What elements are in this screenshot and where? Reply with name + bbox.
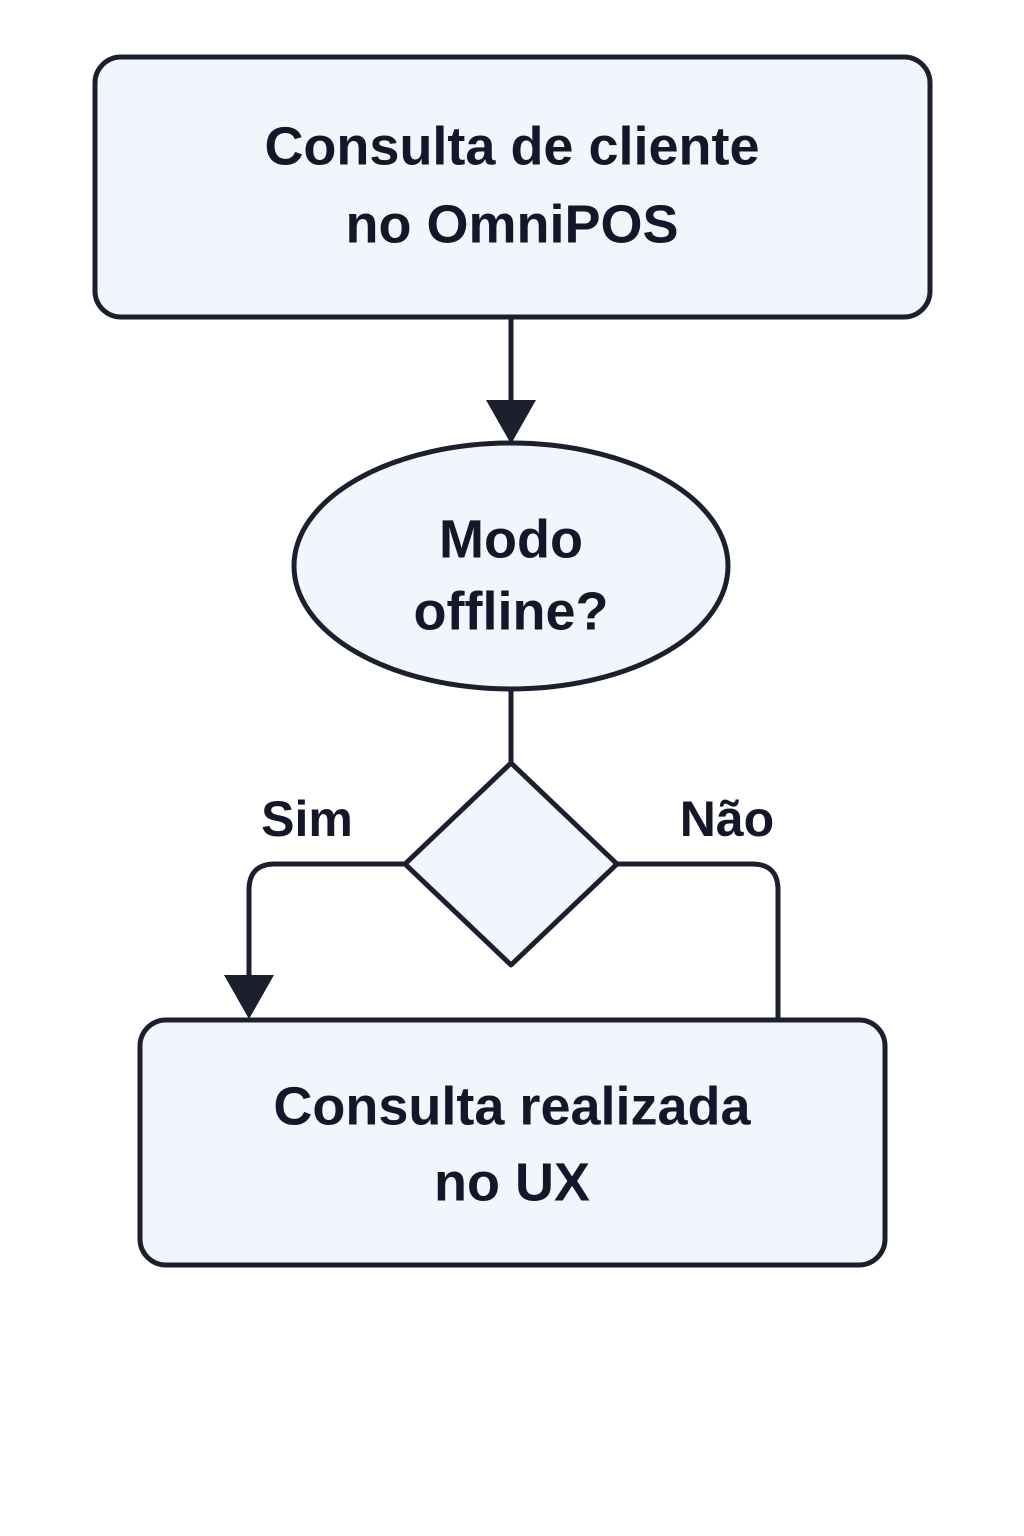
- node-decision-mode-shape[interactable]: [291, 440, 731, 692]
- edge-label-nao: Não: [680, 791, 774, 847]
- node-end-label-line2: no UX: [434, 1152, 590, 1212]
- node-start-shape[interactable]: [92, 54, 933, 320]
- node-start-label-line2: no OmniPOS: [345, 194, 678, 254]
- node-branch-diamond[interactable]: [402, 760, 620, 968]
- edge-diamond-to-end-no: [618, 861, 781, 1020]
- edge-line: [246, 861, 411, 985]
- arrowhead-icon: [224, 975, 274, 1019]
- node-start[interactable]: Consulta de cliente no OmniPOS: [92, 54, 933, 320]
- edge-label-sim: Sim: [261, 791, 353, 847]
- node-decision-mode[interactable]: Modo offline?: [291, 440, 731, 692]
- node-decision-mode-label-line1: Modo: [439, 509, 583, 569]
- edge-line: [618, 861, 781, 1020]
- node-end[interactable]: Consulta realizada no UX: [137, 1017, 888, 1268]
- node-end-label-line1: Consulta realizada: [273, 1076, 751, 1136]
- node-decision-mode-label-line2: offline?: [414, 581, 609, 641]
- arrowhead-icon: [486, 400, 536, 444]
- edge-start-to-decision: [486, 318, 536, 444]
- node-branch-diamond-shape[interactable]: [402, 760, 620, 968]
- edge-diamond-to-end-yes: [224, 861, 411, 1019]
- node-end-shape[interactable]: [137, 1017, 888, 1268]
- node-start-label-line1: Consulta de cliente: [264, 116, 759, 176]
